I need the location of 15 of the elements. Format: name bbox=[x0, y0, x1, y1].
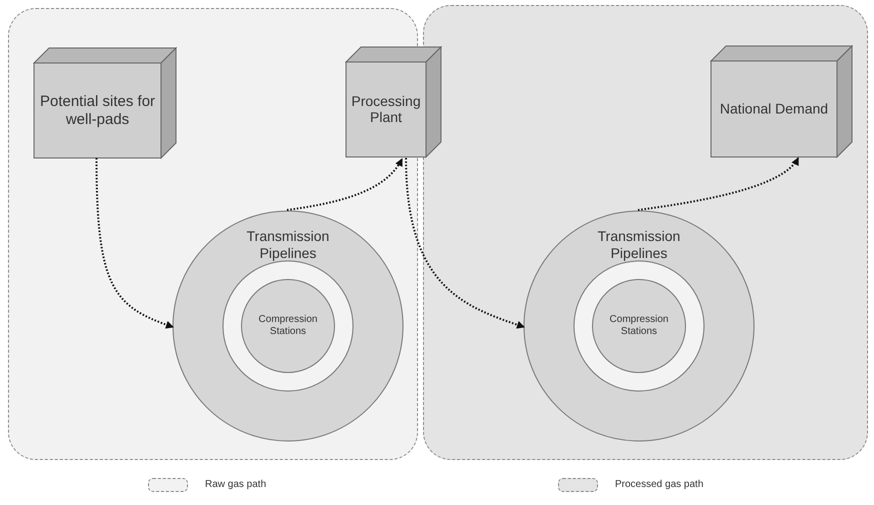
region-panel bbox=[423, 5, 868, 460]
dotted-arrow bbox=[638, 157, 800, 211]
node-label: Compression Stations bbox=[258, 314, 318, 338]
node-label: Compression Stations bbox=[608, 314, 670, 338]
dotted-arrow bbox=[286, 158, 403, 211]
node-label: Potential sites for well-pads bbox=[38, 92, 156, 128]
node-label: National Demand bbox=[718, 100, 830, 118]
dotted-arrow bbox=[96, 158, 174, 328]
dotted-arrow bbox=[405, 158, 525, 329]
node-label: Processing Plant bbox=[350, 92, 422, 126]
region-panel bbox=[8, 8, 418, 460]
node-label: Transmission Pipelines bbox=[596, 228, 682, 262]
node-label: Transmission Pipelines bbox=[246, 228, 330, 262]
legend-label: Raw gas path bbox=[205, 479, 266, 490]
legend-label: Processed gas path bbox=[615, 479, 704, 490]
